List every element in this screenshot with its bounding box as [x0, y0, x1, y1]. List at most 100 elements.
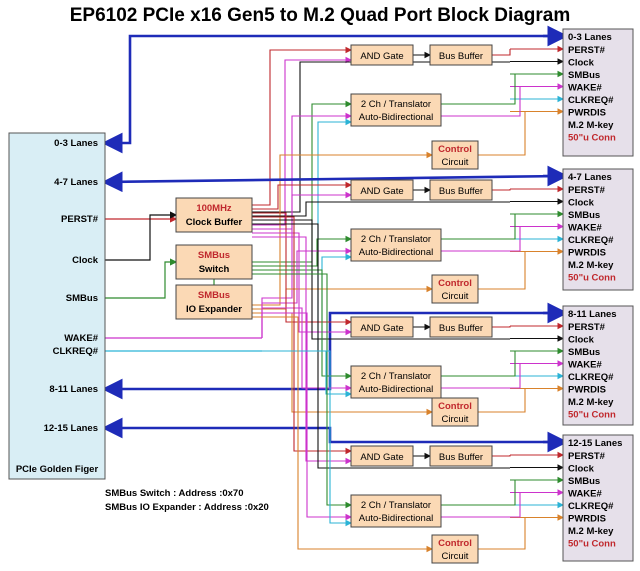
note-smbus-switch-address: SMBus Switch : Address :0x70 [105, 488, 244, 499]
wire-host-smbus [105, 258, 178, 299]
host-connector: PCIe Golden Figer 0-3 Lanes 4-7 Lanes PE… [8, 132, 106, 480]
wire-lanes-port-0 [101, 34, 563, 154]
translator-title-2: 2 Ch / Translator [361, 371, 431, 382]
control-label-3: Circuit [442, 551, 469, 562]
io-expander-block: SMBus IO Expander [175, 284, 253, 320]
port-lanes-3: 12-15 Lanes [568, 438, 622, 449]
wire-smbus-to-translator-1 [252, 235, 353, 267]
port-0-signal-3: WAKE# [568, 83, 603, 94]
translator-2 [350, 365, 442, 399]
wire-lanes-port-1 [101, 171, 564, 193]
wire-host-clock [105, 211, 178, 261]
wire-buffer-to-perst-1 [492, 189, 511, 191]
port-lanes-2: 8-11 Lanes [568, 309, 617, 320]
and-gate-label-2: AND Gate [360, 323, 403, 334]
wire-wake-to-translator-3 [261, 312, 353, 521]
port-0-signal-5: PWRDIS [568, 108, 606, 119]
wire-translator-smbus-0 [441, 74, 516, 105]
wire-smbus-to-translator-0 [252, 100, 353, 263]
port-2-signal-3: WAKE# [568, 360, 603, 371]
wire-buffer-to-perst-3 [492, 455, 511, 457]
control-label-1: Circuit [442, 291, 469, 302]
port-0-signal-6: M.2 M-key [568, 120, 614, 131]
wire-clock-to-port-3 [252, 223, 510, 469]
wire-translator-smbus-2 [441, 351, 516, 377]
io-expander-title: SMBus [198, 290, 230, 301]
port-3-signal-1: Clock [568, 464, 595, 475]
control-label-0: Circuit [442, 157, 469, 168]
bus-buffer-2 [429, 316, 493, 338]
control-circuit-3 [431, 534, 479, 564]
smbus-switch-block: SMBus Switch [175, 244, 253, 280]
port-2-signal-4: CLKREQ# [568, 372, 614, 383]
wire-exp-to-and-3 [252, 236, 353, 465]
port-2-signal-0: PERST# [568, 322, 606, 333]
wire-translator-smbus-1 [441, 214, 516, 240]
port-1-signal-6: M.2 M-key [568, 260, 614, 271]
translator-title-3: 2 Ch / Translator [361, 500, 431, 511]
port-group-2: AND Gate Bus Buffer 2 Ch / TranslatorAuto-… [350, 305, 634, 427]
bus-buffer-3 [429, 445, 493, 467]
port-lanes-0: 0-3 Lanes [568, 32, 612, 43]
wire-perst-to-and-3 [252, 216, 353, 455]
wire-exp-to-and-0 [252, 56, 353, 226]
port-3-signal-0: PERST# [568, 451, 606, 462]
port-3-signal-3: WAKE# [568, 489, 603, 500]
translator-0 [350, 93, 442, 127]
wire-smbus-to-translator-3 [252, 273, 353, 509]
port-0-signal-4: CLKREQ# [568, 95, 614, 106]
control-title-0: Control [438, 144, 472, 155]
control-title-1: Control [438, 278, 472, 289]
and-gate-label-3: AND Gate [360, 452, 403, 463]
port-1-signal-4: CLKREQ# [568, 235, 614, 246]
translator-1 [350, 228, 442, 262]
translator-label-2: Auto-Bidirectional [359, 384, 433, 395]
control-title-2: Control [438, 401, 472, 412]
bus-buffer-label-2: Bus Buffer [439, 323, 483, 334]
wire-clock-to-port-2 [252, 219, 510, 340]
port-3-signal-6: M.2 M-key [568, 526, 614, 537]
m2-port-0 [562, 28, 634, 157]
clock-buffer-label: Clock Buffer [186, 217, 243, 228]
smbus-switch-label: Switch [199, 264, 230, 275]
port-conn-0: 50"u Conn [568, 133, 616, 144]
and-gate-2 [350, 316, 414, 338]
control-title-3: Control [438, 538, 472, 549]
host-signal-lanes-0-3: 0-3 Lanes [54, 138, 98, 149]
port-2-signal-2: SMBus [568, 347, 600, 358]
port-2-signal-6: M.2 M-key [568, 397, 614, 408]
wire-translator-wake-0 [441, 86, 521, 117]
io-expander-label: IO Expander [186, 304, 242, 315]
port-0-signal-0: PERST# [568, 45, 606, 56]
wire-translator-wake-3 [441, 492, 521, 518]
wire-buffer-to-perst-2 [492, 326, 511, 328]
smbus-switch-title: SMBus [198, 250, 230, 261]
wire-buffer-to-perst-0 [492, 49, 511, 56]
wire-exp-to-control-3 [252, 316, 434, 553]
control-circuit-0 [431, 140, 479, 170]
port-3-signal-5: PWRDIS [568, 514, 606, 525]
translator-label-3: Auto-Bidirectional [359, 513, 433, 524]
host-signal-lanes-8-11: 8-11 Lanes [49, 384, 98, 395]
and-gate-3 [350, 445, 414, 467]
port-2-signal-1: Clock [568, 335, 595, 346]
port-1-signal-2: SMBus [568, 210, 600, 221]
wire-smbus-to-translator-2 [252, 269, 353, 380]
host-signal-clock: Clock [72, 255, 99, 266]
wire-translator-wake-2 [441, 363, 521, 389]
wire-translator-wake-1 [441, 226, 521, 252]
wire-perst-to-and-1 [252, 181, 353, 210]
wire-perst-to-and-0 [252, 46, 353, 206]
bus-buffer-label-0: Bus Buffer [439, 51, 483, 62]
translator-title-1: 2 Ch / Translator [361, 234, 431, 245]
wire-exp-to-and-1 [252, 191, 353, 230]
m2-port-3 [562, 434, 634, 562]
port-0-signal-2: SMBus [568, 70, 600, 81]
bus-buffer-1 [429, 179, 493, 201]
port-conn-3: 50"u Conn [568, 539, 616, 550]
host-box [8, 132, 106, 480]
